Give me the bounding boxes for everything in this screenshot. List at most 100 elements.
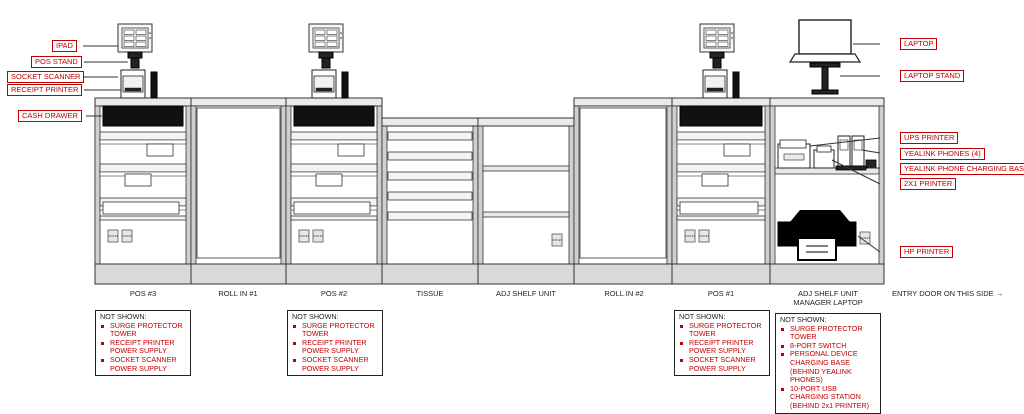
label-adj-shelf-unit: ADJ SHELF UNIT <box>495 289 557 298</box>
shelf-lip <box>676 215 766 221</box>
ipad-button <box>731 32 733 34</box>
tissue-shelf <box>387 191 473 201</box>
tissue-shelf <box>387 211 473 221</box>
pos-station <box>699 23 740 99</box>
outlet-plate <box>698 229 710 243</box>
ipad-button <box>731 37 733 39</box>
ipad-app-tile <box>123 35 135 41</box>
note-item: SURGE PROTECTOR TOWER <box>780 324 876 342</box>
entry-door-label: ENTRY DOOR ON THIS SIDE → <box>892 289 1004 298</box>
ipad-app-tile <box>717 29 729 35</box>
ipad-app-tile <box>123 29 135 35</box>
callout-laptop: LAPTOP <box>900 38 938 50</box>
cabinet-base <box>94 263 192 285</box>
label-pos-1: POS #1 <box>707 289 735 298</box>
ipad-button <box>149 32 151 34</box>
label-roll-in-2: ROLL IN #2 <box>604 289 644 298</box>
notes-header: NOT SHOWN: <box>679 312 726 321</box>
outlet-plate <box>312 229 324 243</box>
callout-ipad: IPAD <box>52 40 77 52</box>
outlet-label: OUTLET <box>685 234 696 238</box>
outlet-icon: OUTLET <box>121 229 133 243</box>
supply-box <box>315 173 343 187</box>
cabinet-post <box>764 105 771 265</box>
cabinet-post <box>94 105 101 265</box>
cabinet-base <box>671 263 771 285</box>
ipad-app-tile <box>135 35 147 41</box>
adjustable-shelf <box>482 211 570 218</box>
tissue-shelf <box>387 171 473 181</box>
outlet-icon: OUTLET <box>298 229 310 243</box>
outlet-icon: OUTLET <box>698 229 710 243</box>
cabinet-base <box>477 263 575 285</box>
counter-top-band <box>94 97 192 107</box>
roll-in-cart <box>579 107 667 259</box>
laptop-stand-icon <box>821 65 829 91</box>
cabinet-post <box>381 125 388 265</box>
label-tissue: TISSUE <box>416 289 444 298</box>
notes-pos-1: NOT SHOWN: SURGE PROTECTOR TOWER RECEIPT… <box>674 310 770 377</box>
outlet-label: OUTLET <box>108 234 119 238</box>
notes-header: NOT SHOWN: <box>780 315 827 324</box>
note-item: 10-PORT USB CHARGING STATION (BEHIND 2x1… <box>780 384 876 411</box>
callout-socket-scanner: SOCKET SCANNER <box>7 71 85 83</box>
paper-tray <box>293 201 371 215</box>
shelf-bar <box>99 163 187 173</box>
label-adj-shelf-unit-manager-laptop: ADJ SHELF UNIT MANAGER LAPTOP <box>793 289 863 307</box>
pos-stand-neck <box>130 57 140 69</box>
paper-tray <box>679 201 759 215</box>
outlet-plate <box>121 229 133 243</box>
callout-hp-printer: HP PRINTER <box>900 246 954 258</box>
supply-box <box>124 173 152 187</box>
label-roll-in-1: ROLL IN #1 <box>218 289 258 298</box>
cabinet-post <box>477 125 484 265</box>
pos-stand-icon <box>318 51 334 59</box>
shelf-lip <box>99 215 187 221</box>
note-item: SURGE PROTECTOR TOWER <box>292 321 378 339</box>
pos-station <box>308 23 349 99</box>
cabinet-base <box>285 263 383 285</box>
outlet-label: OUTLET <box>122 234 133 238</box>
shelf-bar <box>99 131 187 141</box>
pos-stand-neck <box>321 57 331 69</box>
ipad-button <box>340 32 342 34</box>
outlet-label: OUTLET <box>860 236 871 240</box>
cabinet-post <box>568 125 575 265</box>
tissue-top <box>381 117 479 127</box>
pos-stand-neck <box>712 57 722 69</box>
counter-top-band <box>573 97 673 107</box>
supply-box <box>701 173 729 187</box>
cabinet-base <box>573 263 673 285</box>
yealink-phone-screen <box>853 139 863 151</box>
receipt-slot <box>706 87 724 92</box>
note-item: RECEIPT PRINTER POWER SUPPLY <box>292 338 378 356</box>
cash-drawer-icon <box>679 105 763 127</box>
laptop-base <box>788 53 862 63</box>
outlet-label: OUTLET <box>299 234 310 238</box>
laptop-icon <box>798 19 852 55</box>
outlet-label: OUTLET <box>699 234 710 238</box>
shelf-bar <box>676 131 766 141</box>
note-item: RECEIPT PRINTER POWER SUPPLY <box>100 338 186 356</box>
shelf-bar <box>676 163 766 173</box>
ipad-app-tile <box>314 35 326 41</box>
hp-printer-tray <box>797 237 837 261</box>
cabinet-post <box>376 105 383 265</box>
pos-station <box>117 23 158 99</box>
ipad-app-tile <box>314 41 326 47</box>
note-item: SURGE PROTECTOR TOWER <box>679 321 765 339</box>
shelf-lip <box>290 139 378 145</box>
outlet-icon: OUTLET <box>312 229 324 243</box>
cash-drawer-icon <box>293 105 375 127</box>
ipad-button <box>340 37 342 39</box>
cabinet-post <box>185 105 192 265</box>
counter-top-band <box>285 97 383 107</box>
yealink-charging-base <box>865 159 877 169</box>
outlet-plate <box>551 233 563 247</box>
shelf-lip <box>99 139 187 145</box>
counter-top-band <box>477 117 575 127</box>
ipad-app-tile <box>135 41 147 47</box>
callout-leader <box>857 235 881 253</box>
receipt-slot <box>124 87 142 92</box>
